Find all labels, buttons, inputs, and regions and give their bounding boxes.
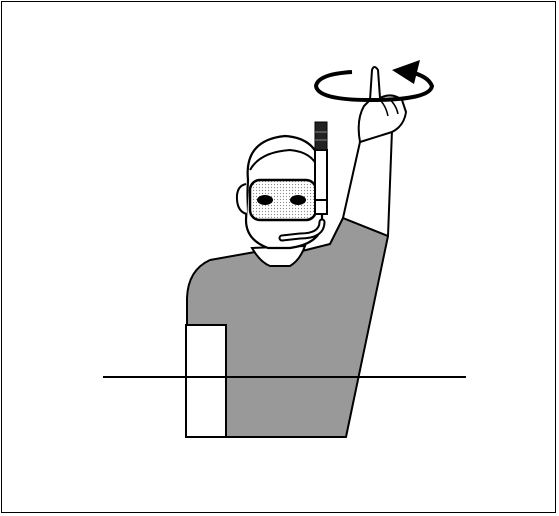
left-eye (257, 195, 273, 205)
raised-hand (359, 67, 406, 142)
snorkel-top (315, 122, 327, 150)
right-eye (290, 195, 306, 205)
ear (237, 184, 247, 214)
snorkel-icon (315, 150, 327, 214)
lower-arm (186, 325, 226, 437)
raised-arm (343, 130, 392, 236)
